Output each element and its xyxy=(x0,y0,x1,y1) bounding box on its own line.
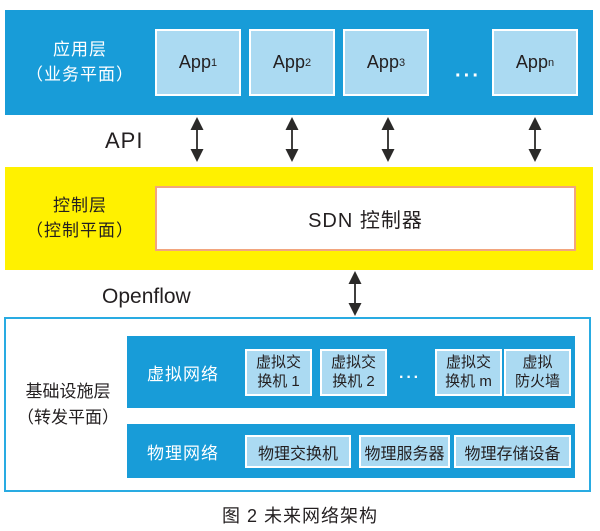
control-layer-title-line1: 控制层 xyxy=(53,195,107,215)
api-arrow-icon-3 xyxy=(381,117,395,162)
virtual-switch-1-line2: 换机 1 xyxy=(257,372,300,390)
control-layer-title: 控制层 （控制平面） xyxy=(5,167,155,270)
physical-network-bar: 物理网络 物理交换机 物理服务器 物理存储设备 xyxy=(127,424,575,478)
application-layer-title-line1: 应用层 xyxy=(53,39,107,59)
sdn-controller-box: SDN 控制器 xyxy=(155,186,576,251)
virtual-network-bar: 虚拟网络 虚拟交 换机 1 虚拟交 换机 2 ··· 虚拟交 换机 m 虚拟 防… xyxy=(127,336,575,408)
app-box-1-label: App xyxy=(178,52,211,72)
virtual-firewall-box: 虚拟 防火墙 xyxy=(504,349,571,396)
virtual-switch-1-line1: 虚拟交 xyxy=(255,353,301,371)
physical-server-box: 物理服务器 xyxy=(359,435,450,468)
physical-storage-label: 物理存储设备 xyxy=(464,445,561,463)
app-box-n-label: App xyxy=(515,52,548,72)
infrastructure-layer-title-line2: （转发平面） xyxy=(17,407,119,427)
apps-ellipsis: ··· xyxy=(455,65,481,87)
api-label: API xyxy=(105,128,144,153)
virtual-firewall-line2: 防火墙 xyxy=(514,372,560,390)
figure-caption: 图 2 未来网络架构 xyxy=(221,506,378,526)
virtual-network-ellipsis: ··· xyxy=(399,369,421,386)
virtual-switch-2-box: 虚拟交 换机 2 xyxy=(320,349,387,396)
virtual-switch-m-box: 虚拟交 换机 m xyxy=(435,349,502,396)
infrastructure-layer-title-line1: 基础设施层 xyxy=(25,382,111,401)
virtual-switch-2-line1: 虚拟交 xyxy=(330,353,376,371)
physical-switch-label: 物理交换机 xyxy=(257,445,338,463)
app-box-3-label: App xyxy=(366,52,399,72)
virtual-firewall-line1: 虚拟 xyxy=(522,353,553,371)
virtual-switch-m-line1: 虚拟交 xyxy=(445,353,491,371)
api-arrow-icon-4 xyxy=(528,117,542,162)
application-layer-title: 应用层 （业务平面） xyxy=(5,10,155,115)
control-layer-band: 控制层 （控制平面） SDN 控制器 xyxy=(5,167,593,270)
app-box-2-label: App xyxy=(272,52,305,72)
physical-switch-box: 物理交换机 xyxy=(245,435,351,468)
api-arrow-icon-2 xyxy=(285,117,299,162)
virtual-network-label: 虚拟网络 xyxy=(147,364,219,384)
openflow-label: Openflow xyxy=(102,285,191,308)
physical-server-label: 物理服务器 xyxy=(364,445,445,463)
virtual-switch-m-line2: 换机 m xyxy=(445,372,492,390)
infrastructure-layer-box: 基础设施层 （转发平面） 虚拟网络 虚拟交 换机 1 虚拟交 换机 2 ··· … xyxy=(4,317,591,492)
virtual-switch-2-line2: 换机 2 xyxy=(332,372,375,390)
sdn-controller-label: SDN 控制器 xyxy=(308,210,423,232)
physical-storage-box: 物理存储设备 xyxy=(454,435,571,468)
openflow-arrow-icon xyxy=(348,271,362,316)
control-layer-title-line2: （控制平面） xyxy=(26,220,134,240)
physical-network-label: 物理网络 xyxy=(147,443,219,463)
virtual-switch-1-box: 虚拟交 换机 1 xyxy=(245,349,312,396)
infrastructure-layer-title: 基础设施层 （转发平面） xyxy=(6,319,130,490)
application-layer-title-line2: （业务平面） xyxy=(26,64,134,84)
api-arrow-icon-1 xyxy=(190,117,204,162)
